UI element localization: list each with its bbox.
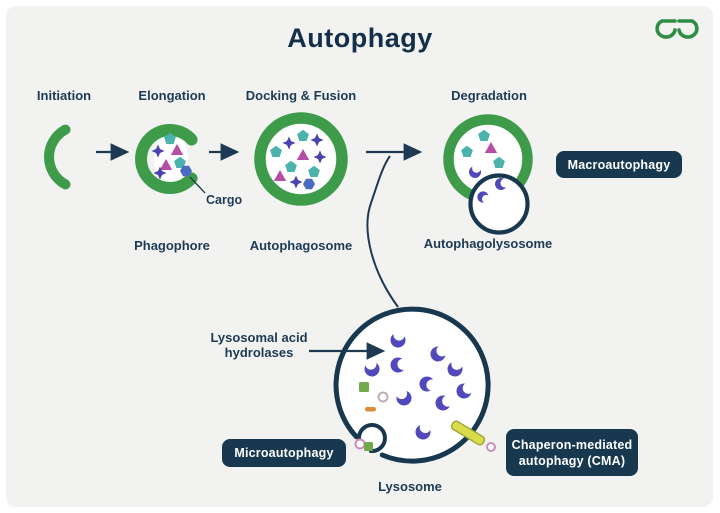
stage-label-initiation: Initiation xyxy=(36,88,92,103)
geeksforgeeks-icon xyxy=(655,19,699,39)
lysosome-fusion-connector xyxy=(366,155,399,308)
phagophore-label: Phagophore xyxy=(134,238,210,253)
stage-label-degradation: Degradation xyxy=(451,88,527,103)
hydrolases-label: Lysosomal acid hydrolases xyxy=(210,330,307,360)
macroautophagy-badge: Macroautophagy xyxy=(556,151,682,178)
hydrolases-label-line2: hydrolases xyxy=(224,345,294,360)
stage-label-docking-fusion: Docking & Fusion xyxy=(245,88,357,103)
cma-channel xyxy=(450,420,496,452)
hydrolases-label-line1: Lysosomal acid xyxy=(210,330,308,345)
microautophagy-invagination xyxy=(356,423,387,454)
stage-label-elongation: Elongation xyxy=(138,88,206,103)
autophagolysosome-label: Autophagolysosome xyxy=(423,236,553,251)
cargo-label: Cargo xyxy=(206,193,243,207)
autophagosome-label: Autophagosome xyxy=(249,238,353,253)
cma-badge-line1: Chaperon-mediated xyxy=(511,437,633,452)
initiation-membrane xyxy=(44,124,71,190)
lysosome-substrate-particles xyxy=(359,382,389,412)
microautophagy-badge: Microautophagy xyxy=(222,439,346,467)
fused-lysosome-vesicle xyxy=(468,173,530,235)
cargo-pointer-line xyxy=(189,176,206,194)
microautophagy-substrates xyxy=(354,438,373,451)
page-title: Autophagy xyxy=(287,23,433,53)
cma-badge: Chaperon-mediated autophagy (CMA) xyxy=(506,429,638,476)
lysosome-label: Lysosome xyxy=(378,479,442,494)
cma-badge-line2: autophagy (CMA) xyxy=(518,453,626,468)
